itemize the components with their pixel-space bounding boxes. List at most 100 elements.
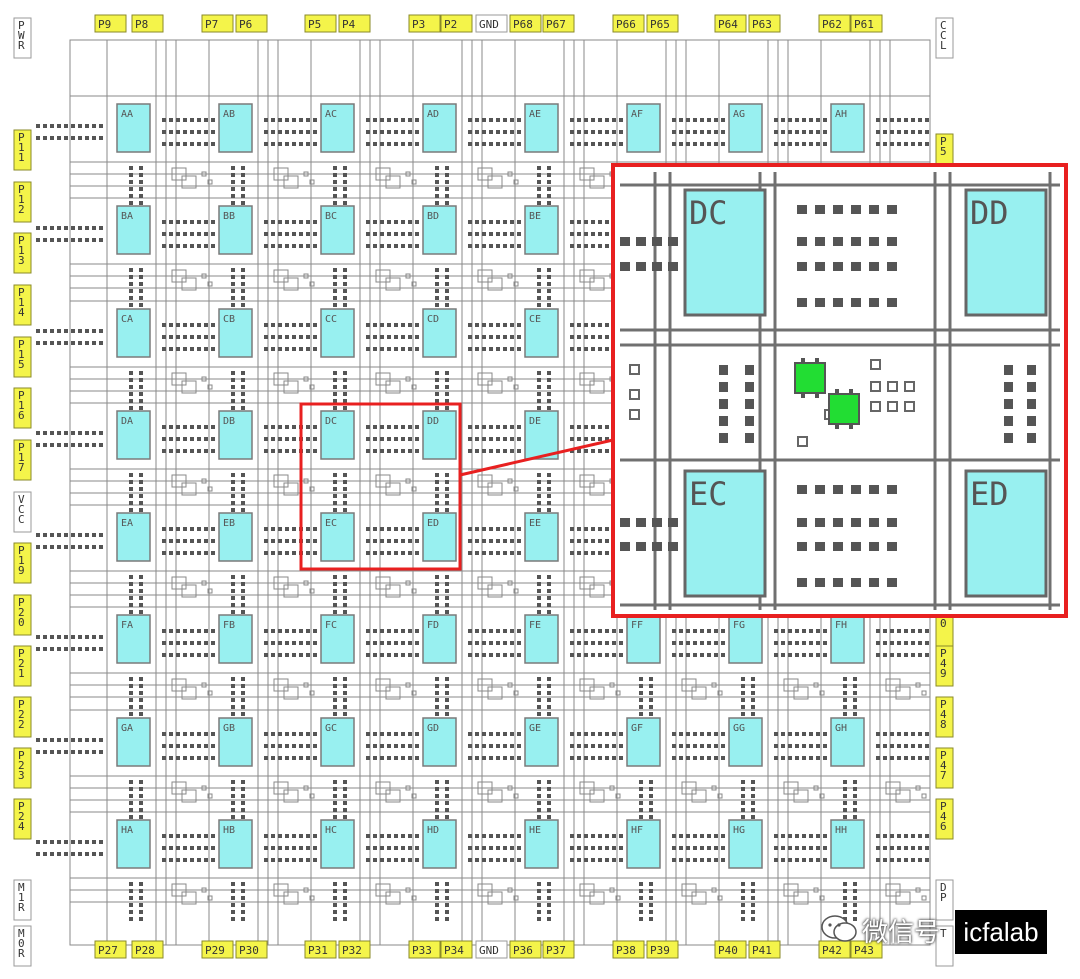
clb-label: BE bbox=[529, 211, 541, 222]
clb-fd: FD bbox=[422, 614, 457, 664]
pad-top-p5: P5 bbox=[304, 14, 337, 33]
pad-glyph: 4 bbox=[940, 657, 947, 670]
pad-glyph: 3 bbox=[18, 254, 25, 267]
pad-glyph: P bbox=[940, 800, 947, 813]
pad-box bbox=[201, 14, 234, 33]
pad-box bbox=[612, 14, 645, 33]
clb-label: FD bbox=[427, 620, 439, 631]
pad-box bbox=[612, 940, 645, 959]
zoom-clb-dd: DD bbox=[964, 188, 1048, 317]
zoom-clb-label: ED bbox=[970, 475, 1009, 513]
pad-glyph: 0 bbox=[18, 616, 25, 629]
clb-box bbox=[524, 512, 559, 562]
clb-box bbox=[524, 308, 559, 358]
clb-label: CB bbox=[223, 314, 235, 325]
pad-glyph: 3 bbox=[18, 769, 25, 782]
clb-box bbox=[320, 205, 355, 255]
pad-glyph: C bbox=[18, 503, 25, 516]
pad-box bbox=[850, 940, 883, 959]
pad-glyph: P bbox=[940, 891, 947, 904]
clb-gf: GF bbox=[626, 717, 661, 767]
clb-box bbox=[524, 103, 559, 153]
zoom-clb-dc: DC bbox=[683, 188, 767, 317]
clb-hc: HC bbox=[320, 819, 355, 869]
pad-bottom-p42: P42 bbox=[818, 940, 851, 959]
clb-label: AC bbox=[325, 109, 337, 120]
clb-box bbox=[116, 410, 151, 460]
pad-label: P36 bbox=[513, 944, 533, 957]
pad-glyph: 4 bbox=[18, 820, 25, 833]
clb-box bbox=[218, 614, 253, 664]
clb-box bbox=[524, 819, 559, 869]
clb-label: DD bbox=[427, 416, 439, 427]
clb-ha: HA bbox=[116, 819, 151, 869]
pad-glyph: V bbox=[18, 493, 25, 506]
pad-label: P67 bbox=[546, 18, 566, 31]
pad-box bbox=[13, 594, 32, 636]
pad-right-dp: DP bbox=[935, 879, 954, 921]
pad-left-vcc: VCC bbox=[13, 491, 32, 533]
highlight-box bbox=[299, 402, 462, 571]
pad-box bbox=[304, 14, 337, 33]
pad-glyph: P bbox=[18, 698, 25, 711]
pad-bottom-p28: P28 bbox=[131, 940, 164, 959]
pad-glyph: P bbox=[18, 441, 25, 454]
pad-box bbox=[475, 940, 508, 959]
pad-box bbox=[935, 696, 954, 738]
clb-ga: GA bbox=[116, 717, 151, 767]
pad-top-p64: P64 bbox=[714, 14, 747, 33]
pad-box bbox=[235, 940, 268, 959]
clb-ec: EC bbox=[320, 512, 355, 562]
pad-glyph: P bbox=[18, 647, 25, 660]
pad-right-p49: P49 bbox=[935, 645, 954, 687]
clb-ab: AB bbox=[218, 103, 253, 153]
clb-label: EB bbox=[223, 518, 235, 529]
clb-label: BB bbox=[223, 211, 235, 222]
pad-box bbox=[509, 14, 542, 33]
pad-glyph: 5 bbox=[940, 145, 947, 158]
pad-glyph: 5 bbox=[18, 358, 25, 371]
pad-box bbox=[13, 925, 32, 967]
pad-glyph: 1 bbox=[18, 667, 25, 680]
clb-gg: GG bbox=[728, 717, 763, 767]
clb-ad: AD bbox=[422, 103, 457, 153]
pad-top-p66: P66 bbox=[612, 14, 645, 33]
pad-glyph: 1 bbox=[18, 193, 25, 206]
pad-glyph: 6 bbox=[940, 820, 947, 833]
pad-glyph: R bbox=[18, 39, 25, 52]
zoom-connector-line bbox=[459, 438, 614, 477]
pad-label: P65 bbox=[650, 18, 670, 31]
pad-bottom-p31: P31 bbox=[304, 940, 337, 959]
clb-label: GE bbox=[529, 723, 541, 734]
clb-box bbox=[116, 103, 151, 153]
pad-label: P2 bbox=[444, 18, 457, 31]
pad-label: P34 bbox=[444, 944, 464, 957]
pad-left-p22: P22 bbox=[13, 696, 32, 738]
clb-gh: GH bbox=[830, 717, 865, 767]
pad-top-p65: P65 bbox=[646, 14, 679, 33]
wechat-icon bbox=[820, 914, 858, 944]
pad-box bbox=[714, 940, 747, 959]
clb-fh: FH bbox=[830, 614, 865, 664]
pad-left-p14: P14 bbox=[13, 284, 32, 326]
clb-box bbox=[218, 512, 253, 562]
pad-glyph: C bbox=[940, 29, 947, 42]
clb-ff: FF bbox=[626, 614, 661, 664]
pad-label: P62 bbox=[822, 18, 842, 31]
clb-af: AF bbox=[626, 103, 661, 153]
pad-box bbox=[13, 284, 32, 326]
clb-box bbox=[116, 512, 151, 562]
pad-box bbox=[935, 925, 954, 967]
pad-box bbox=[235, 14, 268, 33]
pad-glyph: 7 bbox=[18, 461, 25, 474]
pad-box bbox=[509, 940, 542, 959]
clb-label: FF bbox=[631, 620, 643, 631]
clb-label: FH bbox=[835, 620, 847, 631]
pad-glyph: P bbox=[940, 647, 947, 660]
clb-label: GD bbox=[427, 723, 439, 734]
pad-label: P38 bbox=[616, 944, 636, 957]
pad-box bbox=[13, 387, 32, 429]
pad-glyph: 4 bbox=[18, 306, 25, 319]
clb-eb: EB bbox=[218, 512, 253, 562]
